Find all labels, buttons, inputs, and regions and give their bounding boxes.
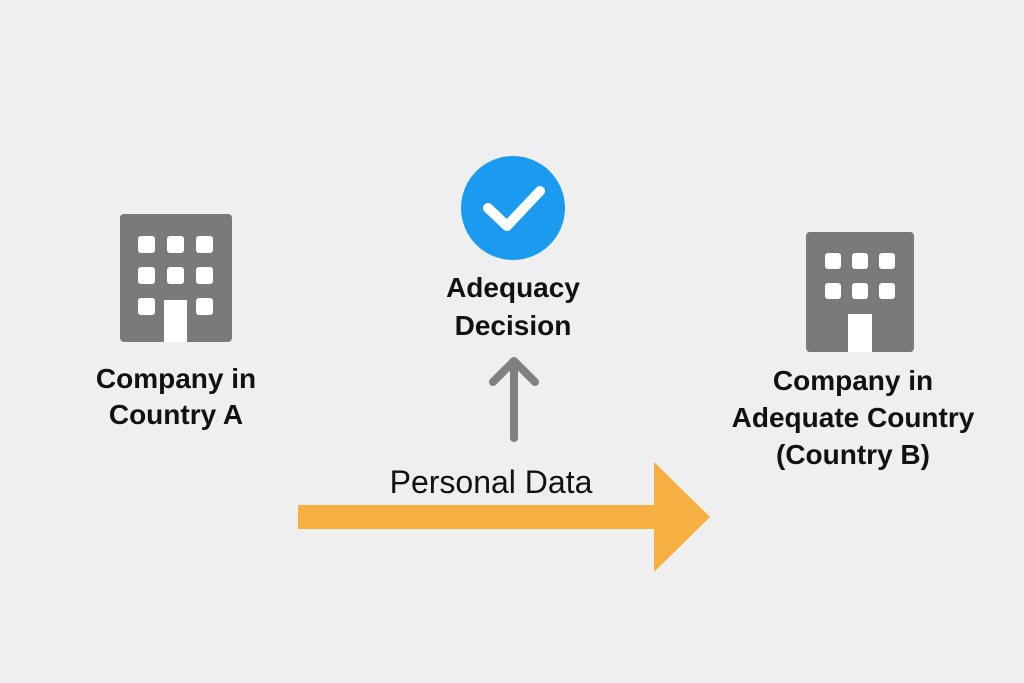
data-flow-arrow [298, 462, 710, 572]
decision-label-line-1: Adequacy [446, 272, 580, 303]
office-building-icon [120, 214, 232, 342]
destination-label-line-1: Company in [772, 365, 934, 396]
up-arrow-icon [489, 357, 539, 442]
check-circle-icon [461, 156, 565, 260]
destination-label-line-3: (Country B) [776, 439, 930, 471]
adequacy-decision-label: Adequacy Decision [390, 269, 636, 345]
personal-data-label: Personal Data [389, 464, 593, 500]
decision-label-line-2: Decision [454, 309, 572, 341]
destination-label-line-2: Adequate Country [731, 402, 975, 434]
source-label-line-1: Company in [95, 363, 257, 394]
source-label-line-2: Country A [108, 398, 244, 430]
office-building-icon [806, 232, 914, 352]
destination-company-label: Company in Adequate Country (Country B) [700, 362, 1006, 474]
source-company-label: Company in Country A [56, 361, 296, 432]
